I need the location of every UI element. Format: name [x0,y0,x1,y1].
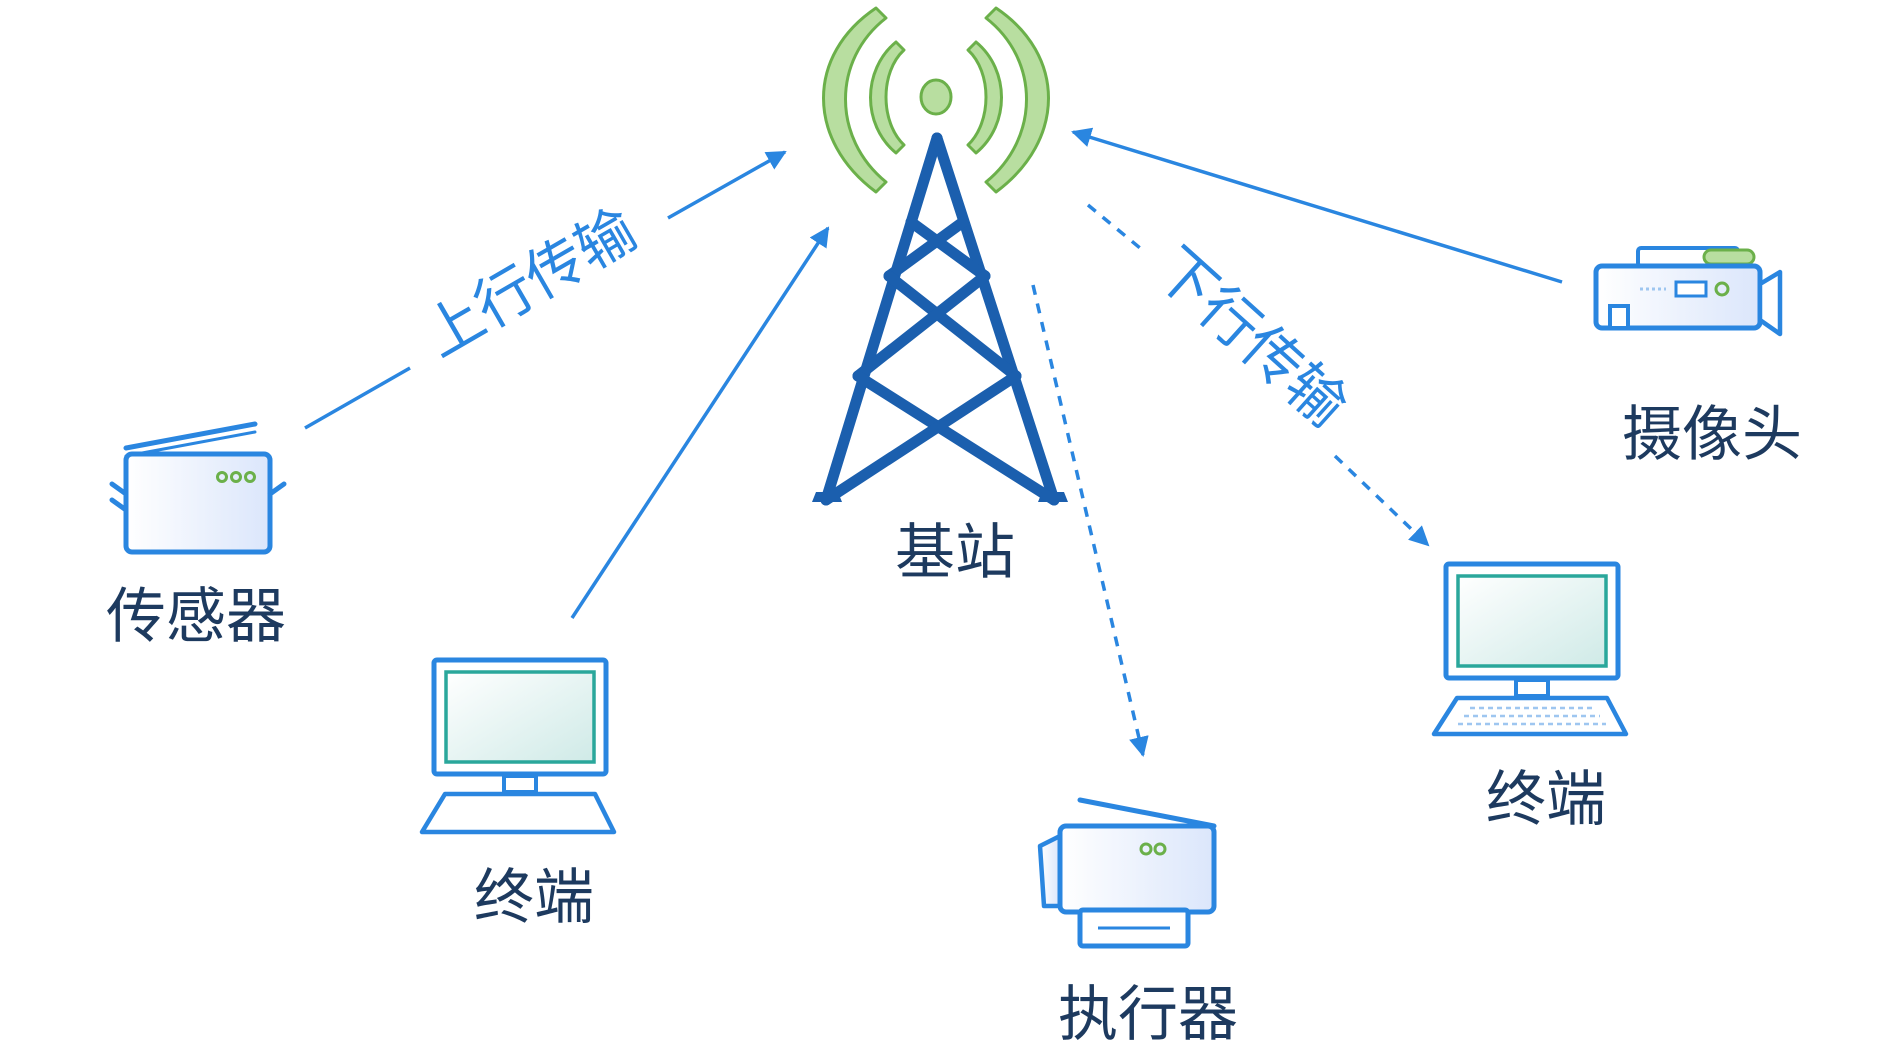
base-station-tower-icon [812,6,1068,506]
camera-icon [1593,246,1783,337]
downlink-label: 下行传输 [1142,234,1360,440]
uplink-arrow-sensor [304,150,787,430]
terminal-left-label: 终端 [474,863,594,933]
terminal-left-icon [419,657,617,835]
base-station-label: 基站 [895,518,1015,588]
downlink-arrow-actuator [1031,284,1149,757]
uplink-arrow-terminal [570,226,830,619]
sensor-label: 传感器 [106,582,286,652]
uplink-label: 上行传输 [413,195,648,370]
camera-label: 摄像头 [1622,400,1802,470]
terminal-right-icon [1431,561,1629,737]
terminal-right-label: 终端 [1486,765,1606,835]
uplink-arrow-camera [1071,127,1563,284]
signal-waves-icon [822,6,1050,194]
actuator-label: 执行器 [1058,980,1238,1044]
actuator-icon [1037,797,1217,949]
sensor-icon [109,421,287,555]
downlink-arrow-terminal [1086,203,1430,547]
